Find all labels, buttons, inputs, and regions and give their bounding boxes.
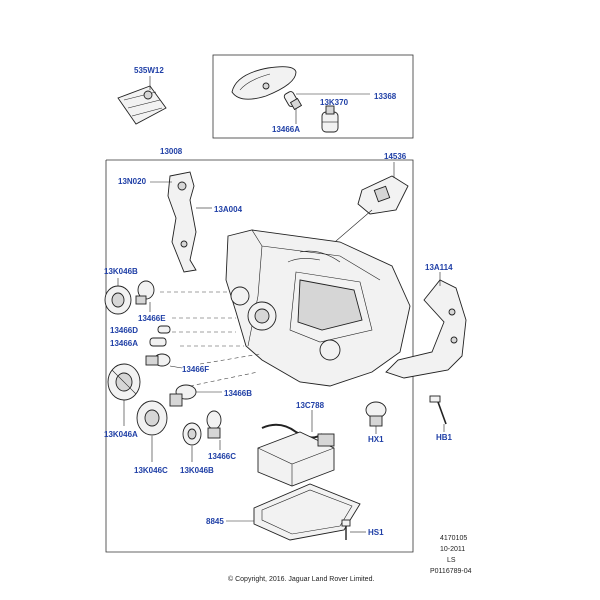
label-535W12: 535W12: [134, 66, 164, 75]
part-13466C-bulb[interactable]: [206, 410, 222, 439]
label-13466D: 13466D: [110, 326, 138, 335]
part-HX1-socket[interactable]: [365, 401, 387, 427]
part-13K046B-cap-bottom[interactable]: [182, 422, 202, 446]
part-HB1-screw[interactable]: [429, 395, 447, 425]
label-13466E: 13466E: [138, 314, 166, 323]
top-right-parts-frame: [212, 54, 414, 139]
label-13A114: 13A114: [425, 263, 453, 272]
part-13466F-bulb[interactable]: [145, 353, 171, 367]
label-13A004: 13A004: [214, 205, 243, 214]
label-13K046A: 13K046A: [104, 430, 138, 439]
label-13K370: 13K370: [320, 98, 349, 107]
part-13466A-bulb-mid[interactable]: [149, 337, 167, 347]
part-13C788-ballast-and-cable[interactable]: [257, 423, 335, 487]
label-13466A-top: 13466A: [272, 125, 300, 134]
part-HS1-screw[interactable]: [341, 519, 351, 540]
label-13C788: 13C788: [296, 401, 325, 410]
label-14536: 14536: [384, 152, 407, 161]
part-13008-headlamp-housing[interactable]: [225, 229, 411, 387]
label-8845: 8845: [206, 517, 224, 526]
label-HB1: HB1: [436, 433, 453, 442]
meta-line-2: 10-2011: [440, 546, 465, 553]
part-13466A-wedge-bulb-top[interactable]: [283, 90, 303, 111]
label-HX1: HX1: [368, 435, 384, 444]
label-13466B: 13466B: [224, 389, 252, 398]
label-13K046B-top: 13K046B: [104, 267, 138, 276]
label-13K046C: 13K046C: [134, 466, 168, 475]
label-13008: 13008: [160, 147, 183, 156]
part-13466D-bulb[interactable]: [157, 325, 171, 334]
part-14536-connector[interactable]: [357, 175, 409, 215]
part-13A114-side-bracket[interactable]: [385, 279, 467, 379]
part-13466B-bulb[interactable]: [169, 384, 197, 407]
meta-line-3: LS: [447, 557, 456, 564]
part-13K046B-cap-top[interactable]: [104, 285, 132, 315]
main-assembly-frame: [105, 159, 414, 553]
part-13368-side-repeater[interactable]: [231, 66, 297, 100]
meta-line-1: 4170105: [440, 535, 467, 542]
part-13K046A-cap[interactable]: [107, 363, 141, 401]
label-13K046B-bottom: 13K046B: [180, 466, 214, 475]
part-13K046C-cap[interactable]: [136, 400, 168, 436]
part-535W12-packet[interactable]: [117, 85, 167, 125]
label-13466F: 13466F: [182, 365, 209, 374]
copyright-notice: © Copyright, 2016. Jaguar Land Rover Lim…: [228, 575, 374, 583]
label-13368: 13368: [374, 92, 397, 101]
label-13466C: 13466C: [208, 452, 236, 461]
part-13K370-bulb-holder[interactable]: [321, 105, 339, 133]
label-13N020: 13N020: [118, 177, 147, 186]
label-HS1: HS1: [368, 528, 384, 537]
label-13466A-mid: 13466A: [110, 339, 138, 348]
meta-line-4: P0116789-04: [430, 568, 472, 575]
part-8845-control-module[interactable]: [253, 483, 361, 541]
part-13A004-bracket[interactable]: [167, 171, 197, 273]
part-13466E-bulb[interactable]: [135, 280, 155, 305]
